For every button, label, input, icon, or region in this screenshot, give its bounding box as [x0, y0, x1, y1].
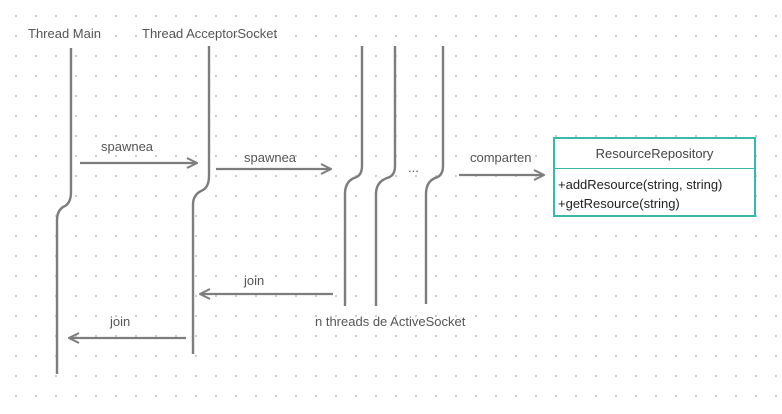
- class-methods: +addResource(string, string) +getResourc…: [555, 169, 754, 213]
- lifeline-active-2: [374, 46, 397, 306]
- method-get-resource: +getResource(string): [558, 196, 680, 211]
- lane-title-acceptor: Thread AcceptorSocket: [142, 26, 278, 41]
- share-label: comparten: [470, 150, 531, 165]
- lifeline-acceptor: [191, 46, 211, 354]
- class-name: ResourceRepository: [555, 139, 754, 169]
- resource-repository-class: ResourceRepository +addResource(string, …: [553, 137, 756, 217]
- lifeline-active-1: [343, 46, 364, 306]
- join-label-2: join: [109, 314, 130, 329]
- method-add-resource: +addResource(string, string): [558, 177, 723, 192]
- lifeline-main: [55, 48, 73, 374]
- active-threads-ellipsis: ...: [408, 160, 419, 175]
- lifeline-active-n: [424, 46, 445, 304]
- join-label-1: join: [243, 273, 264, 288]
- spawn-label-2: spawnea: [244, 150, 297, 165]
- active-threads-label: n threads de ActiveSocket: [315, 314, 466, 329]
- lane-title-main: Thread Main: [28, 26, 101, 41]
- spawn-label-1: spawnea: [101, 139, 154, 154]
